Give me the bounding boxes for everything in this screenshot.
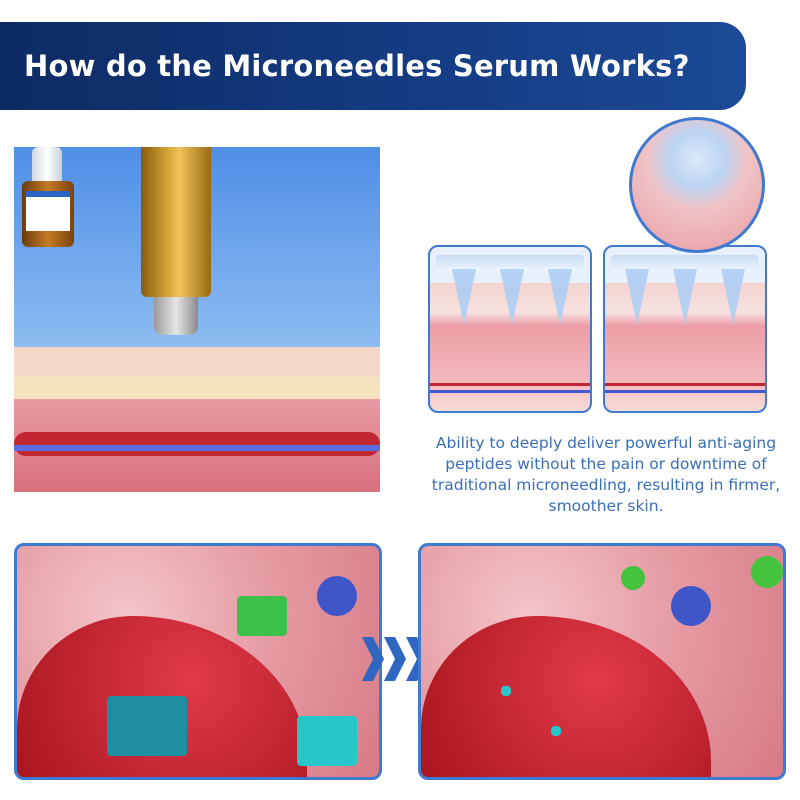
- peptide-cluster: [237, 596, 287, 636]
- skin-diagram-after: [603, 245, 767, 413]
- microneedle: [548, 269, 572, 325]
- vessels: [430, 383, 590, 393]
- microneedle-pen-illustration: [14, 147, 380, 492]
- microneedle: [673, 269, 697, 325]
- description-text: Ability to deeply deliver powerful anti-…: [431, 434, 781, 515]
- molecule: [621, 566, 645, 590]
- epidermis-layer: [14, 347, 380, 377]
- bottle-cap: [32, 147, 62, 183]
- blood-vessel: [14, 432, 380, 456]
- peptide-cluster: [107, 696, 187, 756]
- serum-bottle-image: [22, 147, 74, 247]
- microneedle: [625, 269, 649, 325]
- serum-pen: [141, 147, 211, 297]
- header-banner: How do the Microneedles Serum Works?: [0, 22, 746, 110]
- bottle-label: [26, 191, 70, 231]
- peptide: [501, 686, 511, 696]
- patch-base: [611, 255, 759, 271]
- peptide-cluster: [297, 716, 357, 766]
- vein: [14, 445, 380, 451]
- before-cell-illustration: [14, 543, 382, 780]
- skin-diagram-before: [428, 245, 592, 413]
- peptide: [551, 726, 561, 736]
- patch-base: [436, 255, 584, 271]
- after-cell-illustration: [418, 543, 786, 780]
- dermis-layer: [14, 377, 380, 399]
- molecule: [317, 576, 357, 616]
- microneedle: [721, 269, 745, 325]
- blood-vessel: [421, 616, 711, 777]
- molecule: [751, 556, 783, 588]
- needle-tip: [154, 297, 198, 335]
- microneedle: [500, 269, 524, 325]
- magnifier-closeup: [629, 117, 765, 253]
- vessels: [605, 383, 765, 393]
- page-title: How do the Microneedles Serum Works?: [24, 49, 690, 83]
- microneedle: [452, 269, 476, 325]
- molecule: [671, 586, 711, 626]
